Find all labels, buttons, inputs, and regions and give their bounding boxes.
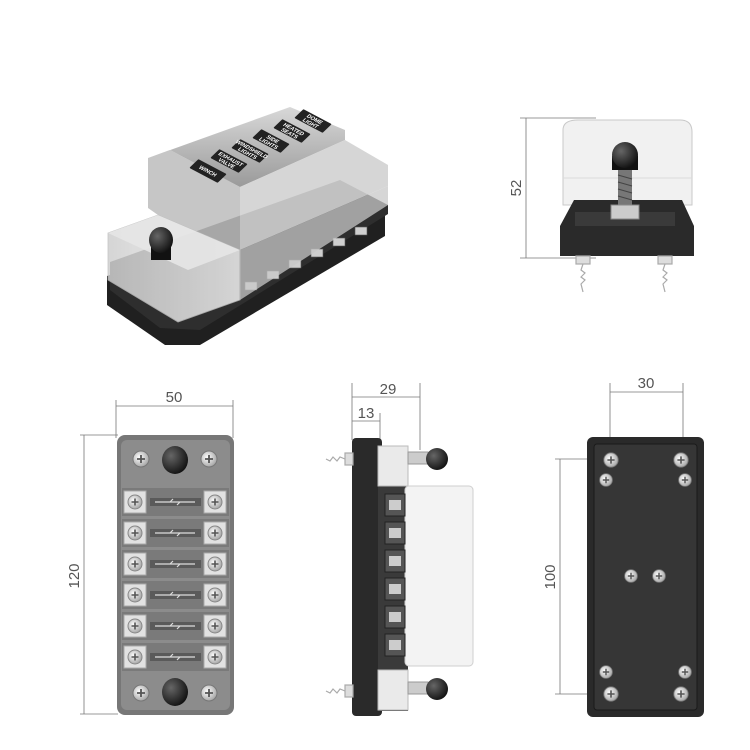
- perspective-view: DOMELIGHTHEATEDSEATSSIDELIGHTSWINDSHIELD…: [107, 107, 388, 345]
- slot-label-line1: SIDE: [264, 135, 280, 145]
- dim-front-width: 50: [166, 389, 183, 406]
- cover-dome-right: [240, 140, 388, 250]
- screw-icon: [203, 521, 227, 545]
- front-view: 50 120: [66, 389, 234, 715]
- screw-icon: [123, 490, 147, 514]
- screw-icon: [203, 614, 227, 638]
- side-terminal: [384, 493, 406, 517]
- fuse-slot: [122, 581, 229, 609]
- dim-side-depth: 29: [380, 381, 397, 398]
- side-terminal: [384, 521, 406, 545]
- cover-right: [240, 186, 388, 300]
- screw-icon: [203, 583, 227, 607]
- mounting-screw-icon: [575, 255, 673, 293]
- fuse-slot: [122, 488, 229, 516]
- cover-top-lower: [108, 215, 240, 270]
- side-terminal: [384, 605, 406, 629]
- side-terminal: [384, 549, 406, 573]
- side-terminal: [384, 577, 406, 601]
- screw-icon: [203, 552, 227, 576]
- dim-end-height: 52: [508, 180, 525, 197]
- stud-cap-icon: [612, 142, 638, 170]
- screw-icon: [123, 583, 147, 607]
- back-view: 30 100: [542, 375, 704, 717]
- fuse-slots: [122, 488, 229, 671]
- screw-icon: [123, 614, 147, 638]
- fuse-slot: [122, 519, 229, 547]
- mounting-screw-icon: [325, 452, 354, 698]
- fuse-slot: [122, 643, 229, 671]
- screw-icon: [123, 645, 147, 669]
- dim-mount-spacing-y: 100: [542, 564, 559, 589]
- side-view: 29 13: [325, 381, 474, 716]
- dim-front-height: 120: [66, 563, 83, 588]
- side-terminals: [384, 493, 406, 657]
- side-terminal: [384, 633, 406, 657]
- end-view: 52: [508, 117, 694, 293]
- screw-icon: [203, 490, 227, 514]
- screw-icon: [123, 521, 147, 545]
- dim-mount-spacing-x: 30: [638, 375, 655, 392]
- screw-icon: [123, 552, 147, 576]
- terminal-3d: [332, 237, 346, 247]
- screw-icon: [132, 684, 150, 702]
- screw-icon: [200, 450, 218, 468]
- stud-cap-icon: [149, 227, 173, 260]
- dim-side-inner: 13: [358, 405, 375, 422]
- fuse-slot: [122, 612, 229, 640]
- screw-icon: [203, 645, 227, 669]
- terminal-3d: [354, 226, 368, 236]
- screw-icon: [132, 450, 150, 468]
- fuse-slot: [122, 550, 229, 578]
- slot-label-group: DOMELIGHTHEATEDSEATSSIDELIGHTSWINDSHIELD…: [189, 109, 332, 183]
- screw-icon: [200, 684, 218, 702]
